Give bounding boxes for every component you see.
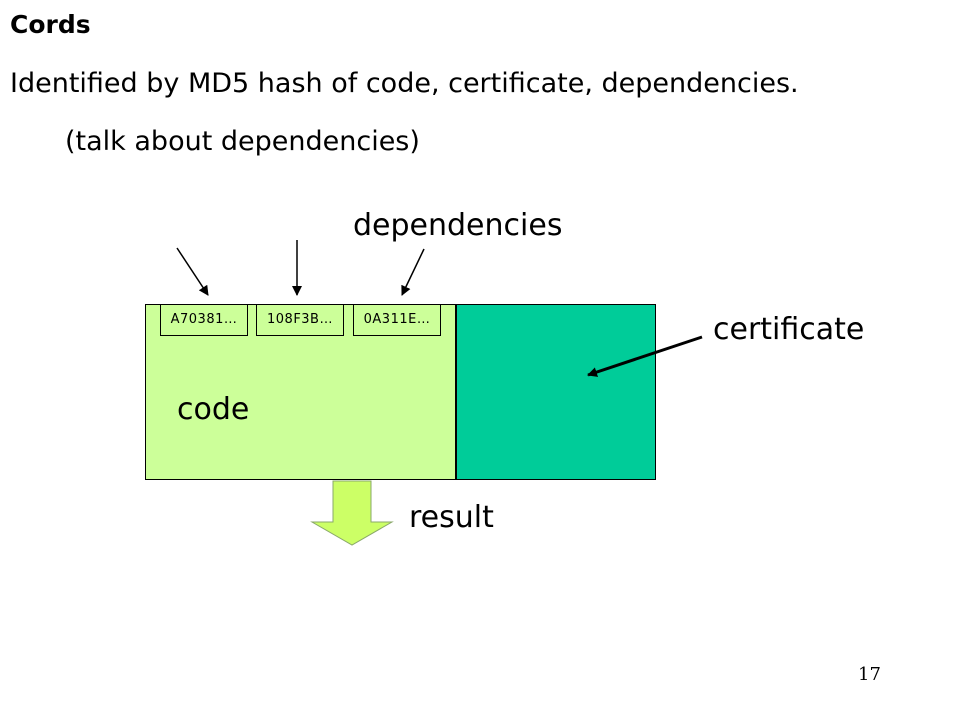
- dependencies-label: dependencies: [353, 208, 563, 243]
- page-number: 17: [858, 664, 881, 685]
- dependency-hash-1: A70381…: [160, 304, 248, 336]
- result-arrow: [310, 480, 394, 546]
- certificate-block: [456, 304, 656, 480]
- slide-title: Cords: [10, 10, 91, 39]
- dependency-hash-2: 108F3B…: [256, 304, 344, 336]
- dependency-hash-3: 0A311E…: [353, 304, 441, 336]
- certificate-arrow: [587, 335, 703, 377]
- description-line: Identified by MD5 hash of code, certific…: [10, 68, 799, 99]
- code-label: code: [177, 392, 250, 427]
- dependency-arrow-3: [401, 248, 425, 296]
- certificate-label: certificate: [713, 312, 865, 347]
- result-label: result: [409, 500, 494, 535]
- sub-description-line: (talk about dependencies): [65, 126, 420, 157]
- dependency-arrow-1: [176, 247, 209, 296]
